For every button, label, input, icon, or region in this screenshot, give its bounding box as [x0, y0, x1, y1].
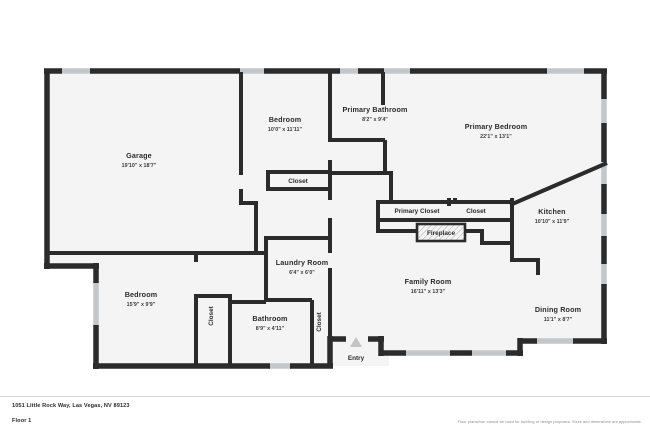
room-label-garage: Garage 19'10" x 18'7" [122, 151, 157, 169]
room-dimensions: 10'10" x 11'9" [535, 219, 570, 225]
floor-plan-canvas: Garage 19'10" x 18'7" Bedroom 10'0" x 11… [44, 68, 608, 369]
room-name: Dining Room [535, 305, 581, 314]
room-dimensions: 10'0" x 11'11" [268, 127, 303, 133]
window-segments [60, 68, 607, 369]
room-name: Garage [126, 151, 152, 160]
plan-footer: 1051 Little Rock Way, Las Vegas, NV 8912… [0, 396, 650, 434]
room-name: Bedroom [125, 290, 158, 299]
legal-disclaimer: Floor plans/tour cannot be used for buil… [457, 419, 642, 424]
closet-label: Closet [288, 178, 308, 185]
room-name: Family Room [405, 277, 452, 286]
room-label-bedroom-1: Bedroom 15'9" x 9'9" [125, 290, 158, 308]
closet-label: Closet [466, 208, 486, 215]
room-name: Laundry Room [276, 258, 329, 267]
room-label-laundry-room: Laundry Room 6'4" x 6'0" [276, 258, 329, 276]
floor-label: Floor 1 [12, 418, 32, 424]
entry-marker: Entry [348, 337, 365, 362]
primary-closet-label: Primary Closet [394, 208, 440, 215]
room-name: Primary Bedroom [465, 122, 528, 131]
closet-label: Closet [208, 305, 215, 325]
room-label-bathroom: Bathroom 8'9" x 4'11" [252, 314, 287, 332]
room-dimensions: 6'4" x 6'0" [289, 270, 315, 276]
triangle-up-icon [350, 337, 362, 347]
room-dimensions: 11'1" x 8'7" [544, 317, 573, 323]
room-name: Bathroom [252, 314, 287, 323]
room-label-family-room: Family Room 16'11" x 13'3" [405, 277, 452, 295]
room-dimensions: 19'10" x 18'7" [122, 163, 157, 169]
room-dimensions: 16'11" x 13'3" [411, 289, 446, 295]
room-dimensions: 22'1" x 13'1" [480, 134, 512, 140]
exterior-walls [44, 68, 607, 369]
room-dimensions: 8'2" x 9'4" [362, 117, 388, 123]
entry-label: Entry [348, 355, 365, 362]
wall-segment-angled [509, 161, 608, 207]
interior-floor-fills [46, 71, 604, 366]
room-dimensions: 15'9" x 9'9" [127, 302, 156, 308]
room-name: Bedroom [269, 115, 302, 124]
fireplace-label: Fireplace [427, 230, 456, 237]
room-dimensions: 8'9" x 4'11" [256, 326, 285, 332]
room-label-primary-bedroom: Primary Bedroom 22'1" x 13'1" [465, 122, 528, 140]
closet-label: Closet [316, 311, 323, 331]
room-name: Primary Bathroom [342, 105, 407, 114]
floor-plan-drawing: Garage 19'10" x 18'7" Bedroom 10'0" x 11… [44, 68, 608, 369]
room-label-dining-room: Dining Room 11'1" x 8'7" [535, 305, 581, 323]
room-labels: Garage 19'10" x 18'7" Bedroom 10'0" x 11… [122, 105, 581, 332]
room-name: Kitchen [538, 207, 565, 216]
room-label-bedroom-2: Bedroom 10'0" x 11'11" [268, 115, 303, 133]
room-label-primary-bathroom: Primary Bathroom 8'2" x 9'4" [342, 105, 407, 123]
room-label-kitchen: Kitchen 10'10" x 11'9" [535, 207, 570, 225]
property-address: 1051 Little Rock Way, Las Vegas, NV 8912… [12, 403, 130, 409]
interior-walls [47, 72, 608, 368]
small-space-labels: Closet Primary Closet Closet Fireplace C… [208, 178, 487, 332]
